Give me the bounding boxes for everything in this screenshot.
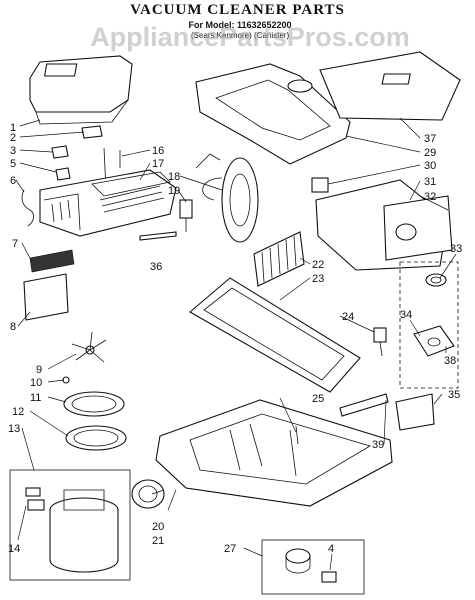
part-bag-collar <box>399 261 459 389</box>
part-switch <box>311 177 329 193</box>
part-frame <box>189 277 361 393</box>
callout-5: 5 <box>10 158 16 170</box>
callout-33: 33 <box>450 243 462 255</box>
callout-16: 16 <box>152 145 164 157</box>
callout-17: 17 <box>152 158 164 170</box>
callout-12: 12 <box>12 406 24 418</box>
model-line: For Model: 11632652200 <box>188 20 292 30</box>
callout-31: 31 <box>424 176 436 188</box>
callout-24: 24 <box>342 311 354 323</box>
callout-37: 37 <box>424 133 436 145</box>
diagram-title: VACUUM CLEANER PARTS <box>130 2 345 18</box>
callout-38: 38 <box>444 355 456 367</box>
callout-29: 29 <box>424 147 436 159</box>
callout-6: 6 <box>10 175 16 187</box>
part-hood <box>319 51 461 121</box>
callout-11: 11 <box>30 392 41 404</box>
part-handle-cover <box>195 63 351 165</box>
leader-lines <box>15 117 457 571</box>
callout-8: 8 <box>10 321 16 333</box>
callout-7: 7 <box>12 238 18 250</box>
callout-18: 18 <box>168 171 180 183</box>
callout-32: 32 <box>424 191 436 203</box>
part-plug <box>179 199 193 232</box>
part-rings <box>62 376 127 451</box>
callout-23: 23 <box>312 273 324 285</box>
part-bracket <box>395 393 435 431</box>
callout-1: 1 <box>10 122 16 134</box>
callout-13: 13 <box>8 423 20 435</box>
part-panel <box>23 273 69 321</box>
callout-9: 9 <box>36 364 42 376</box>
callout-39: 39 <box>372 439 384 451</box>
part-small-tube <box>139 231 177 241</box>
callout-3: 3 <box>10 145 16 157</box>
part-cord <box>21 189 34 227</box>
part-caster-assembly <box>261 539 365 595</box>
callout-27: 27 <box>224 543 236 555</box>
part-trim <box>339 393 389 417</box>
callout-35: 35 <box>448 389 460 401</box>
part-fan <box>71 331 107 363</box>
part-nozzle-screw <box>295 425 299 445</box>
callout-numbers: 1 2 3 5 6 7 8 9 10 11 12 13 14 16 17 18 … <box>8 122 462 555</box>
callout-21: 21 <box>152 535 164 547</box>
part-top-cover <box>29 55 133 125</box>
callout-36: 36 <box>150 261 162 273</box>
callout-34: 34 <box>400 309 412 321</box>
part-grill <box>253 231 305 287</box>
callout-30: 30 <box>424 160 436 172</box>
model-sub-line: (Sears Kenmore) (Canister) <box>190 31 290 40</box>
callout-19: 19 <box>168 185 180 197</box>
part-dust-bag <box>315 179 453 271</box>
part-motor-assembly <box>9 469 131 581</box>
callout-20: 20 <box>152 521 164 533</box>
callout-4b: 4 <box>328 543 334 555</box>
callout-2: 2 <box>10 132 16 144</box>
callout-22: 22 <box>312 259 324 271</box>
callout-25: 25 <box>312 393 324 405</box>
part-latches <box>51 125 107 191</box>
part-main-body <box>155 399 393 507</box>
part-connector <box>373 327 387 357</box>
part-rear-housing <box>39 169 177 237</box>
part-filter-strip <box>29 249 75 273</box>
part-cord-reel <box>195 153 259 243</box>
callout-10: 10 <box>30 377 42 389</box>
callout-14: 14 <box>8 543 20 555</box>
part-wheel <box>131 479 165 509</box>
